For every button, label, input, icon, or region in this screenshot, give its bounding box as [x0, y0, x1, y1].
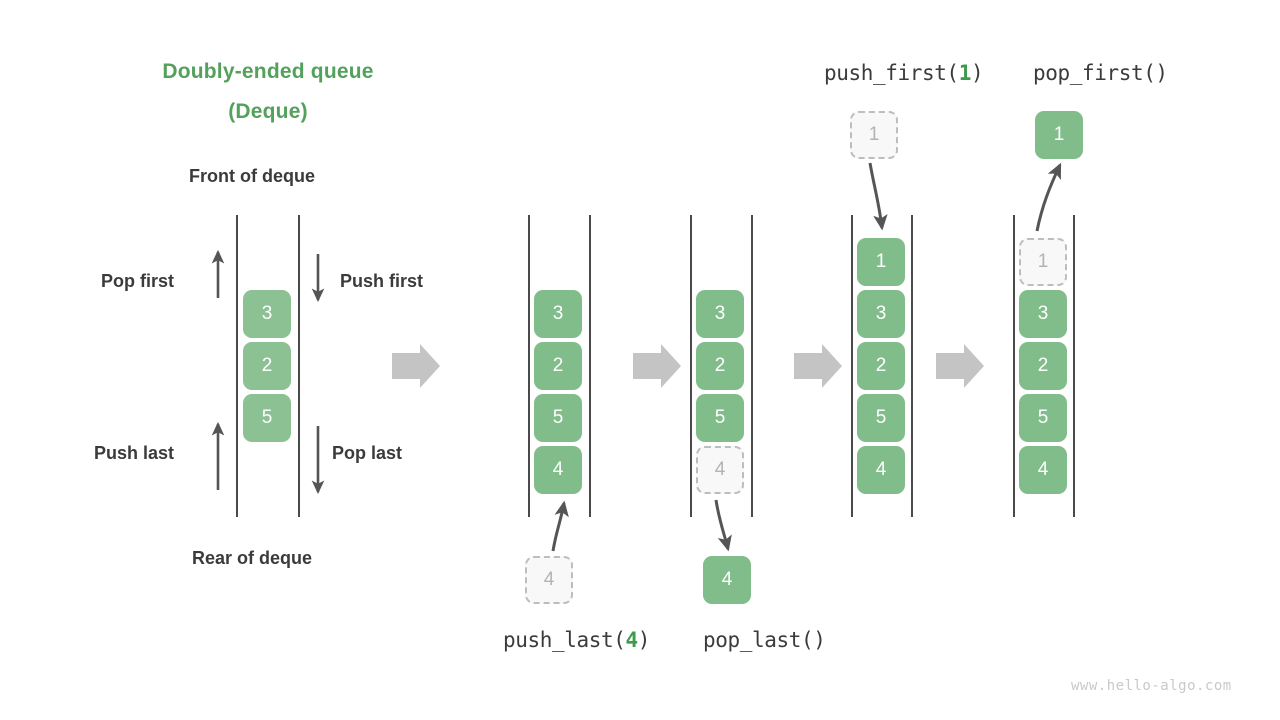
deque-node: 4 — [1019, 446, 1067, 494]
transition-arrow-2-icon — [633, 344, 681, 388]
push-last-label: Push last — [94, 443, 175, 463]
deque-node: 2 — [696, 342, 744, 390]
front-of-deque-label: Front of deque — [189, 166, 315, 186]
push-first-op-name: push_first( — [824, 61, 959, 85]
deque-node: 5 — [1019, 394, 1067, 442]
pop-last-flow-arrow-icon — [714, 499, 732, 552]
deque-rail-left-4 — [851, 215, 853, 517]
deque-node: 2 — [534, 342, 582, 390]
deque-rail-left-1 — [236, 215, 238, 517]
deque-rail-right-1 — [298, 215, 300, 517]
deque-node: 2 — [1019, 342, 1067, 390]
deque-rail-right-3 — [751, 215, 753, 517]
pop-first-flow-arrow-icon — [1035, 162, 1062, 232]
push-first-flow-arrow-icon — [868, 162, 888, 231]
deque-rail-right-5 — [1073, 215, 1075, 517]
deque-rail-right-2 — [589, 215, 591, 517]
pop-first-operation: pop_first() — [1033, 61, 1168, 85]
push-last-op-name: push_last( — [503, 628, 626, 652]
pop-first-label: Pop first — [101, 271, 175, 291]
transition-arrow-3-icon — [794, 344, 842, 388]
deque-rail-left-2 — [528, 215, 530, 517]
transition-arrow-4-icon — [936, 344, 984, 388]
watermark: www.hello-algo.com — [1071, 678, 1232, 694]
deque-node: 2 — [243, 342, 291, 390]
outgoing-node-ghost: 4 — [696, 446, 744, 494]
deque-node: 5 — [534, 394, 582, 442]
transition-arrow-1-icon — [392, 344, 440, 388]
deque-node: 5 — [243, 394, 291, 442]
deque-node: 3 — [1019, 290, 1067, 338]
incoming-node-ghost: 1 — [850, 111, 898, 159]
page-title-line1: Doubly-ended queue — [162, 60, 374, 83]
pop-last-label: Pop last — [332, 443, 403, 463]
deque-node: 3 — [243, 290, 291, 338]
deque-node: 4 — [534, 446, 582, 494]
push-first-op-arg: 1 — [958, 61, 972, 85]
deque-rail-right-4 — [911, 215, 913, 517]
deque-node: 2 — [857, 342, 905, 390]
push-last-op-close: ) — [637, 628, 651, 652]
push-first-label: Push first — [340, 271, 424, 291]
deque-node: 5 — [696, 394, 744, 442]
popped-node: 1 — [1035, 111, 1083, 159]
push-last-op-arg: 4 — [625, 628, 638, 652]
pop-last-operation: pop_last() — [703, 628, 826, 652]
rear-of-deque-label: Rear of deque — [192, 548, 313, 568]
deque-rail-left-3 — [690, 215, 692, 517]
outgoing-node-ghost: 1 — [1019, 238, 1067, 286]
popped-node: 4 — [703, 556, 751, 604]
deque-node: 4 — [857, 446, 905, 494]
push-first-op-close: ) — [970, 61, 984, 85]
deque-node: 3 — [534, 290, 582, 338]
push-first-operation: push_first(1) — [824, 61, 984, 85]
deque-node: 3 — [696, 290, 744, 338]
deque-node: 5 — [857, 394, 905, 442]
push-last-operation: push_last(4) — [503, 628, 650, 652]
deque-node: 1 — [857, 238, 905, 286]
deque-node: 3 — [857, 290, 905, 338]
incoming-node-ghost: 4 — [525, 556, 573, 604]
push-last-flow-arrow-icon — [551, 500, 569, 552]
deque-rail-left-5 — [1013, 215, 1015, 517]
page-title-line2: (Deque) — [228, 100, 308, 123]
